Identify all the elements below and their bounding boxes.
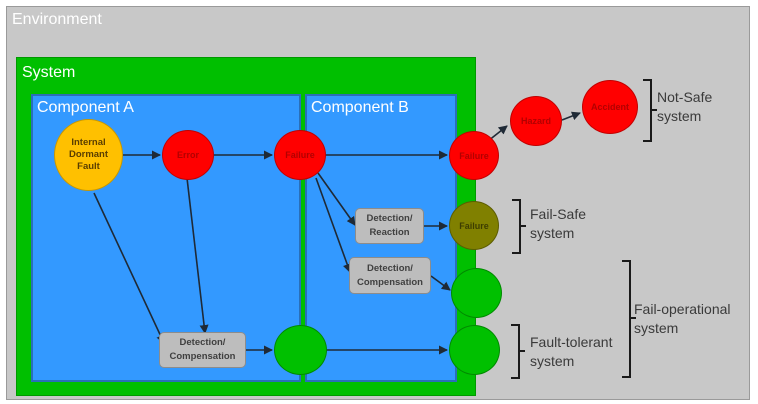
arrow-failure-a-to-detection-reaction xyxy=(317,172,356,226)
arrow-failure-a-to-detection-compensation-b xyxy=(315,177,352,273)
fail-operational-system-label: Fail-operational system xyxy=(634,301,731,336)
component-a-label: Component A xyxy=(37,99,134,116)
detection-compensation-a-box: Detection/ Compensation xyxy=(159,332,246,368)
detection-compensation-b-box: Detection/ Compensation xyxy=(349,257,431,294)
bracket-not-safe xyxy=(643,79,657,142)
failure-a-node: Failure xyxy=(274,130,326,180)
bracket-fault-tolerant xyxy=(511,324,525,379)
fail-safe-system-label: Fail-Safe system xyxy=(530,206,587,241)
system-label: System xyxy=(22,64,76,81)
arrow-detection-compensation-b-to-ok xyxy=(430,275,451,291)
arrow-fault-to-detection-compensation-a xyxy=(93,192,165,344)
bracket-fail-safe xyxy=(512,199,526,254)
detection-reaction-box: Detection/ Reaction xyxy=(355,208,424,244)
internal-dormant-fault-node: Internal Dormant Fault xyxy=(54,119,123,191)
fault-tolerant-system-label: Fault-tolerant system xyxy=(530,334,613,369)
error-node: Error xyxy=(162,130,214,180)
arrow-hazard-to-accident xyxy=(561,111,581,121)
environment-label: Environment xyxy=(12,11,102,28)
accident-node: Accident xyxy=(582,80,638,134)
component-b-label: Component B xyxy=(311,99,409,116)
fail-operational-ok-node xyxy=(451,268,502,318)
bracket-fail-operational xyxy=(622,260,636,378)
arrow-error-to-detection-compensation-a xyxy=(186,177,209,334)
fault-tolerant-ok-b-node xyxy=(449,325,500,375)
fault-tolerant-ok-a-node xyxy=(274,325,327,375)
not-safe-system-label: Not-Safe system xyxy=(657,89,713,124)
failure-safe-node: Failure xyxy=(449,201,499,250)
hazard-node: Hazard xyxy=(510,96,562,146)
failure-b-node: Failure xyxy=(449,131,499,180)
